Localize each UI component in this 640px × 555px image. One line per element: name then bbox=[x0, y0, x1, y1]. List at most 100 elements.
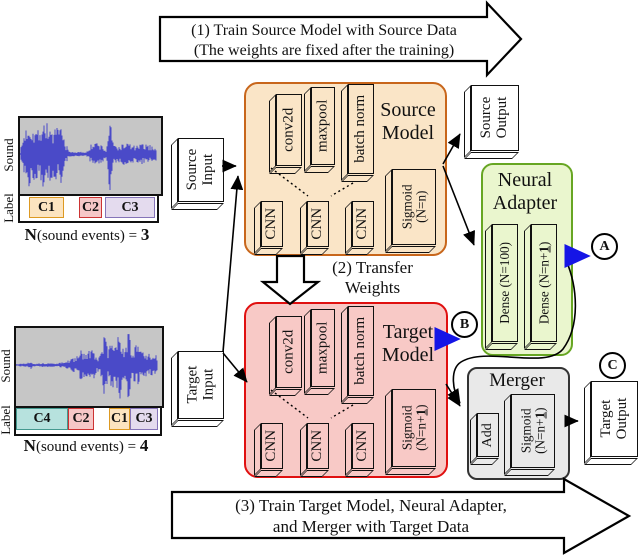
cnn-label-target-1: CNN bbox=[263, 430, 280, 462]
dense-n1-layer: Dense (N=n+1) bbox=[531, 224, 557, 342]
cnn-layer-target-2: CNN bbox=[307, 423, 329, 469]
target-model-title: Target Model bbox=[372, 321, 444, 367]
axis-sound-label-source: Sound bbox=[1, 138, 16, 172]
n-bold-target: N bbox=[23, 436, 36, 455]
target-input-line1: Target bbox=[184, 366, 201, 404]
batchnorm-label-source: batch norm bbox=[352, 95, 369, 163]
sigmoid-label-source: Sigmoid bbox=[399, 184, 415, 230]
arrow-target-input-to-source-model bbox=[222, 175, 244, 353]
label-c3-target: C3 bbox=[130, 408, 158, 430]
neural-adapter-title-line2: Adapter bbox=[492, 192, 558, 214]
step2-transfer-text: (2) Transfer Weights bbox=[315, 258, 430, 298]
conv2d-label-source: conv2d bbox=[280, 107, 297, 153]
badge-b: B bbox=[451, 311, 478, 338]
label-c1-target: C1 bbox=[109, 408, 130, 430]
maxpool-layer-target: maxpool bbox=[311, 309, 335, 387]
batchnorm-layer-target: batch norm bbox=[348, 306, 374, 396]
source-model-title-line2: Model bbox=[381, 122, 435, 144]
maxpool-label-source: maxpool bbox=[314, 99, 331, 153]
cnn-layer-source-3: CNN bbox=[352, 201, 374, 247]
step2-line2: Weights bbox=[344, 278, 401, 297]
conv2d-layer-source: conv2d bbox=[276, 94, 302, 166]
cnn-layer-source-1: CNN bbox=[261, 201, 283, 247]
source-output-line1: Source bbox=[478, 97, 495, 139]
conv2d-label-target: conv2d bbox=[280, 329, 297, 375]
step3-arrow-text: (3) Train Target Model, Neural Adapter, … bbox=[180, 496, 562, 537]
cnn-label-source-1: CNN bbox=[263, 208, 280, 240]
batchnorm-layer-source: batch norm bbox=[348, 84, 374, 174]
step3-line2: and Merger with Target Data bbox=[272, 516, 470, 536]
n-value-source: 3 bbox=[140, 225, 150, 244]
add-label: Add bbox=[479, 422, 495, 448]
n-mid-target: (sound events) = bbox=[35, 439, 140, 455]
merger-sigmoid-label: Sigmoid bbox=[518, 408, 534, 454]
sigmoid-layer-source: Sigmoid (N=n) bbox=[392, 169, 436, 245]
batchnorm-label-target: batch norm bbox=[352, 317, 369, 385]
target-output-line1: Target bbox=[597, 400, 614, 438]
step1-line2: (The weights are fixed after the trainin… bbox=[193, 41, 455, 59]
sigmoid-n-source: (N=n) bbox=[413, 190, 429, 224]
label-c2-source: C2 bbox=[79, 197, 102, 218]
axis-sound-label-target: Sound bbox=[0, 349, 13, 383]
maxpool-label-target: maxpool bbox=[314, 321, 331, 375]
axis-label-label-source: Label bbox=[1, 193, 16, 223]
label-c2-target: C2 bbox=[68, 408, 94, 430]
n-value-target: 4 bbox=[139, 436, 149, 455]
badge-b-letter: B bbox=[459, 316, 470, 332]
add-layer: Add bbox=[477, 413, 499, 457]
arrow-target-model-to-merger bbox=[445, 383, 461, 407]
dense-n1-label: Dense (N=n+1) bbox=[536, 241, 552, 325]
merger-sigmoid-layer: Sigmoid (N=n+1) bbox=[511, 394, 555, 468]
label-c1-source: C1 bbox=[29, 197, 64, 218]
step1-line1: (1) Train Source Model with Source Data bbox=[191, 22, 457, 39]
target-model-title-line2: Model bbox=[381, 344, 435, 366]
step1-arrow-text: (1) Train Source Model with Source Data … bbox=[163, 21, 485, 60]
cnn-layer-target-1: CNN bbox=[261, 423, 283, 469]
maxpool-layer-source: maxpool bbox=[311, 87, 335, 165]
badge-a: A bbox=[591, 233, 618, 260]
sigmoid-layer-target: Sigmoid (N=n+1) bbox=[392, 389, 436, 467]
source-model-title: Source Model bbox=[372, 99, 444, 145]
cnn-label-target-2: CNN bbox=[309, 430, 326, 462]
n-sound-events-target: N(sound events) = 4 bbox=[10, 436, 162, 456]
conv2d-layer-target: conv2d bbox=[276, 316, 302, 388]
source-input-line1: Source bbox=[184, 149, 201, 191]
target-input-line2: Input bbox=[199, 369, 216, 401]
cnn-layer-target-3: CNN bbox=[352, 423, 374, 469]
source-output-line2: Output bbox=[493, 97, 510, 139]
source-input-line2: Input bbox=[200, 154, 216, 186]
waveform-path-target bbox=[15, 334, 158, 399]
label-c4-target: C4 bbox=[16, 408, 68, 430]
waveform-path-source bbox=[19, 123, 157, 193]
cnn-label-target-3: CNN bbox=[354, 430, 371, 462]
sigmoid-n-target: (N=n+1) bbox=[413, 404, 429, 452]
sigmoid-label-target: Sigmoid bbox=[399, 405, 415, 451]
neural-adapter-title-line1: Neural bbox=[497, 169, 553, 191]
cnn-label-source-3: CNN bbox=[354, 208, 371, 240]
arrow-source-model-to-neural-adapter bbox=[442, 165, 475, 246]
axis-label-label-target: Label bbox=[0, 405, 13, 435]
badge-c-letter: C bbox=[607, 357, 618, 373]
sound-waveform-source bbox=[18, 116, 163, 196]
source-model-title-line1: Source bbox=[380, 99, 436, 121]
merger-title-text: Merger bbox=[489, 370, 545, 391]
merger-title: Merger bbox=[479, 370, 555, 392]
step3-line1: (3) Train Target Model, Neural Adapter, bbox=[235, 496, 507, 515]
target-output-line2: Output bbox=[613, 398, 630, 440]
step2-transfer-arrow-shape bbox=[259, 254, 322, 306]
dense-100-label: Dense (N=100) bbox=[497, 242, 513, 324]
n-bold-source: N bbox=[24, 225, 37, 244]
badge-a-letter: A bbox=[599, 238, 610, 254]
sound-waveform-target bbox=[14, 326, 164, 408]
cnn-label-source-2: CNN bbox=[309, 208, 326, 240]
target-model-title-line1: Target bbox=[382, 321, 434, 343]
dense-100-layer: Dense (N=100) bbox=[492, 224, 518, 342]
label-c3-source: C3 bbox=[105, 197, 155, 218]
merger-sigmoid-n: (N=n+1) bbox=[532, 407, 548, 455]
neural-adapter-title: Neural Adapter bbox=[483, 169, 567, 215]
